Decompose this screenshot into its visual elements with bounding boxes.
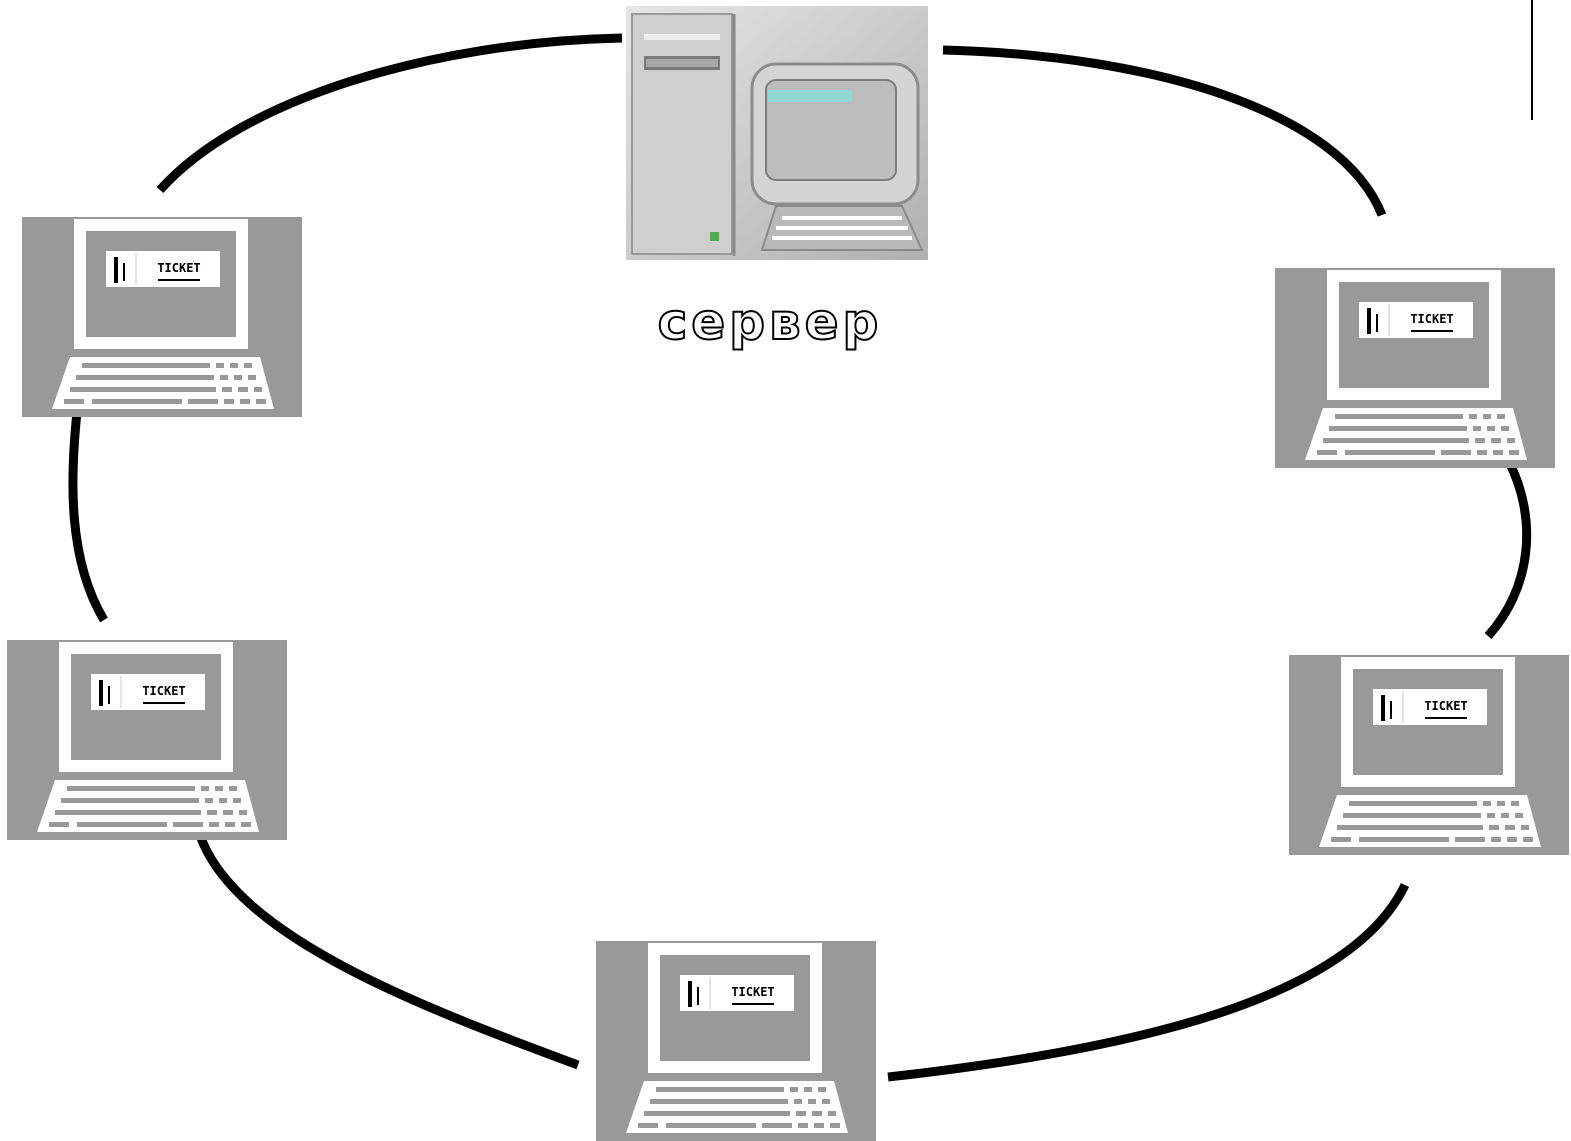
- client-laptop-top-right-icon[interactable]: [1275, 268, 1555, 468]
- server-icon[interactable]: [626, 6, 928, 260]
- link-top-right-to-middle-right: [1484, 455, 1532, 640]
- client-laptop-middle-left-icon[interactable]: [7, 640, 287, 840]
- client-laptop-bottom-icon[interactable]: [596, 941, 876, 1141]
- link-server-to-top-right: [942, 45, 1387, 217]
- client-laptop-middle-right-icon[interactable]: [1289, 655, 1569, 855]
- client-laptop-top-left-icon[interactable]: [22, 217, 302, 417]
- edge-rule: [1531, 0, 1533, 120]
- link-top-left-to-middle-left: [68, 411, 108, 623]
- server-label: сервер: [657, 292, 883, 352]
- link-middle-left-to-bottom: [196, 836, 580, 1070]
- link-server-to-top-left: [156, 33, 623, 193]
- link-middle-right-to-bottom: [887, 883, 1410, 1082]
- ring-links: [68, 33, 1532, 1082]
